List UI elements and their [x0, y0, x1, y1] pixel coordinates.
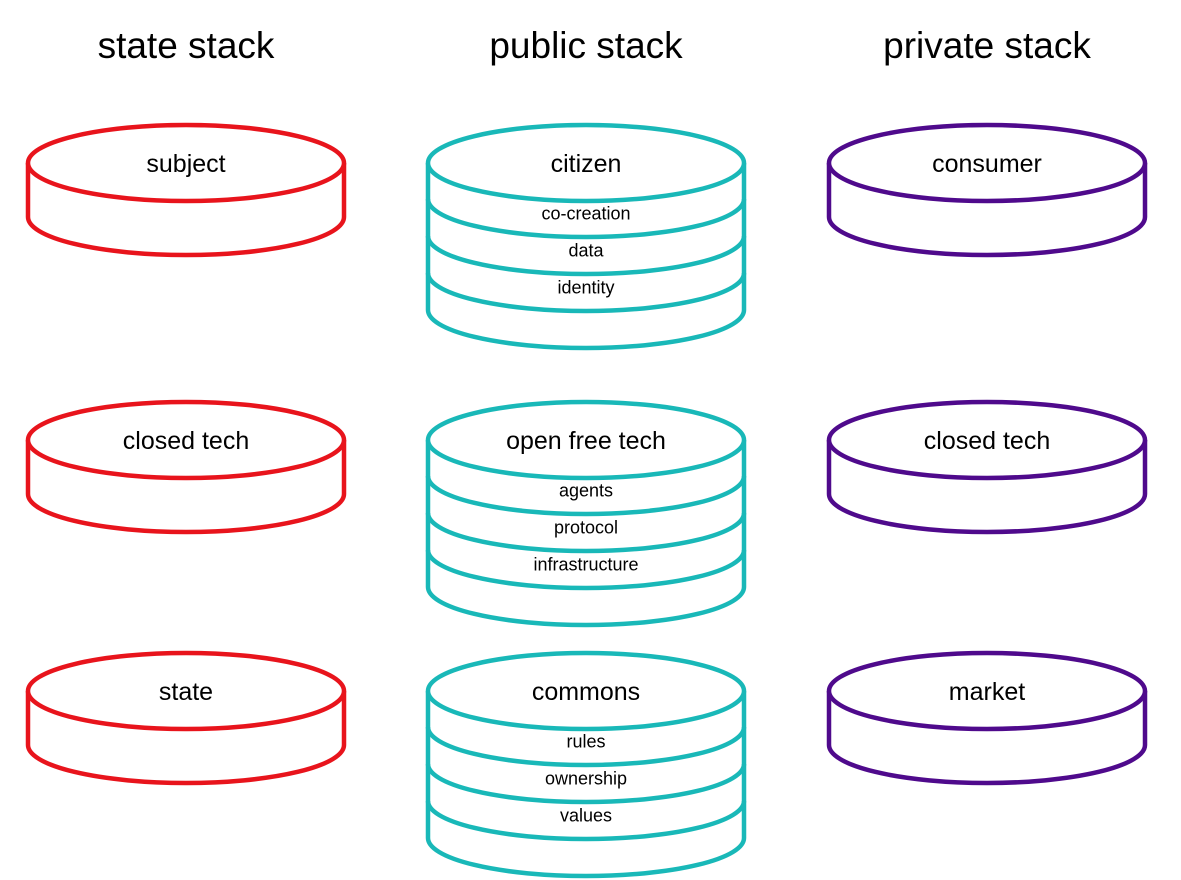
- column-title: state stack: [98, 25, 275, 66]
- disk-top-ellipse: [25, 399, 347, 481]
- disk-bottom-arc: [425, 586, 747, 628]
- layer-label: identity: [557, 278, 614, 298]
- disk-top-ellipse: [826, 650, 1148, 732]
- layer-label: ownership: [545, 769, 627, 789]
- layer-label: protocol: [554, 518, 618, 538]
- layer-label: co-creation: [541, 204, 630, 224]
- private-stack-2: market: [826, 650, 1148, 786]
- layer-label: infrastructure: [533, 555, 638, 575]
- disk-bottom-arc: [425, 309, 747, 351]
- disk-top-ellipse: [425, 122, 747, 204]
- disk-label: state: [159, 678, 213, 706]
- state-stack-2: state: [25, 650, 347, 786]
- column-title: public stack: [489, 25, 683, 66]
- public-stack-column: public stack citizen co-creation data identi…: [425, 25, 747, 879]
- disk-label: commons: [532, 678, 640, 706]
- disk-label: closed tech: [123, 427, 249, 455]
- layer-divider-arc: [425, 763, 747, 805]
- disk-label: citizen: [551, 150, 622, 178]
- state-stack-column: state stack subject closed tech state: [25, 25, 347, 786]
- layer-divider-arc: [425, 549, 747, 591]
- disk-bottom-arc: [826, 216, 1148, 258]
- layer-divider-arc: [425, 235, 747, 277]
- state-stack-1: closed tech: [25, 399, 347, 535]
- layer-divider-arc: [425, 475, 747, 517]
- private-stack-0: consumer: [826, 122, 1148, 258]
- disk-bottom-arc: [826, 493, 1148, 535]
- disk-label: closed tech: [924, 427, 1050, 455]
- layer-divider-arc: [425, 272, 747, 314]
- public-stack-1: open free tech agents protocol infrastructu…: [425, 399, 747, 628]
- layer-divider-arc: [425, 198, 747, 240]
- disk-top-ellipse: [25, 122, 347, 204]
- public-stack-2: commons rules ownership values: [425, 650, 747, 879]
- disk-bottom-arc: [826, 744, 1148, 786]
- state-stack-0: subject: [25, 122, 347, 258]
- column-title: private stack: [883, 25, 1091, 66]
- disk-top-ellipse: [425, 650, 747, 732]
- private-stack-column: private stack consumer closed tech market: [826, 25, 1148, 786]
- layer-label: rules: [566, 732, 605, 752]
- disk-label: market: [949, 678, 1025, 706]
- disk-top-ellipse: [425, 399, 747, 481]
- disk-bottom-arc: [25, 744, 347, 786]
- disk-bottom-arc: [425, 837, 747, 879]
- disk-label: open free tech: [506, 427, 666, 455]
- layer-divider-arc: [425, 800, 747, 842]
- disk-bottom-arc: [25, 493, 347, 535]
- layer-divider-arc: [425, 726, 747, 768]
- disk-label: subject: [146, 150, 225, 178]
- layer-label: values: [560, 806, 612, 826]
- public-stack-0: citizen co-creation data identity: [425, 122, 747, 351]
- disk-label: consumer: [932, 150, 1042, 178]
- disk-top-ellipse: [826, 122, 1148, 204]
- disk-bottom-arc: [25, 216, 347, 258]
- layer-divider-arc: [425, 512, 747, 554]
- layer-label: agents: [559, 481, 613, 501]
- disk-top-ellipse: [25, 650, 347, 732]
- private-stack-1: closed tech: [826, 399, 1148, 535]
- disk-top-ellipse: [826, 399, 1148, 481]
- layer-label: data: [568, 241, 604, 261]
